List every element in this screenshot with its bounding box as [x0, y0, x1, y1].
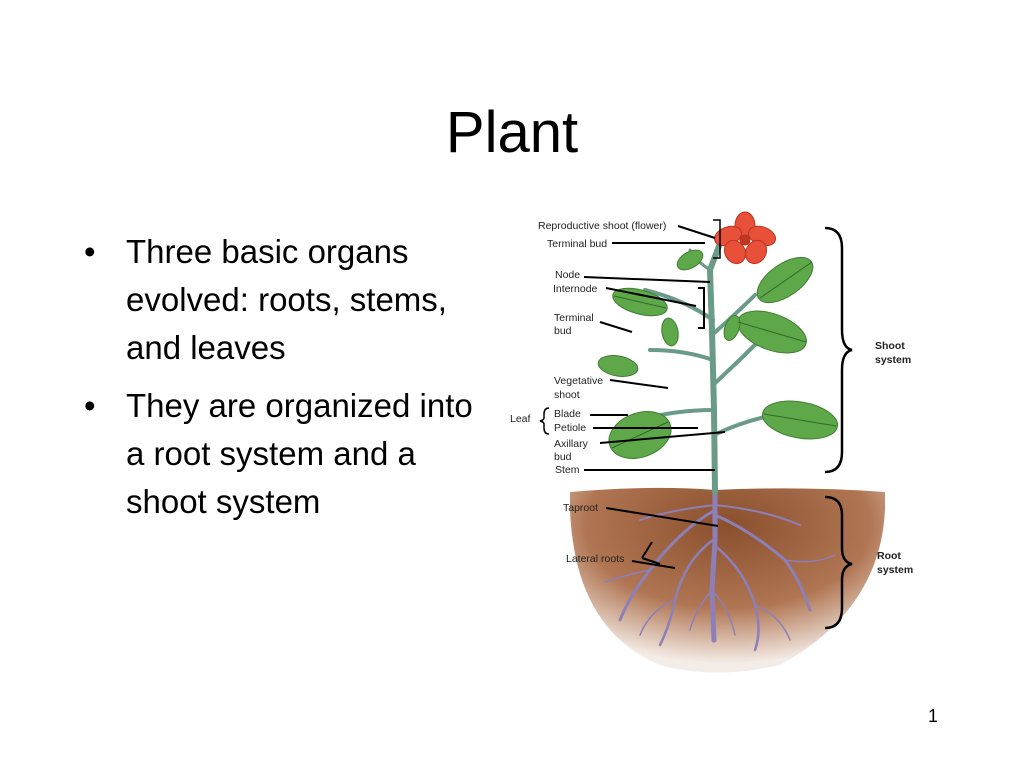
label-petiole: Petiole	[554, 422, 586, 434]
label-leaf: Leaf	[510, 413, 531, 425]
label-node: Node	[555, 269, 580, 281]
label-terminal-bud-top: Terminal bud	[547, 238, 607, 250]
label-blade: Blade	[554, 408, 581, 420]
bullet-text: They are organized into a root system an…	[126, 387, 473, 520]
label-shoot-system-2: system	[875, 354, 911, 366]
flower	[713, 211, 777, 265]
leaf-veins	[611, 261, 837, 449]
stem	[638, 235, 777, 495]
shoot-system-brace	[824, 226, 853, 474]
plant-diagram: Reproductive shoot (flower) Terminal bud…	[510, 211, 913, 673]
label-axillary-bud-2: bud	[554, 451, 572, 463]
bullet-dot: •	[84, 233, 96, 270]
slide-title: Plant	[445, 100, 579, 165]
label-reproductive-shoot: Reproductive shoot (flower)	[538, 220, 666, 232]
label-taproot: Taproot	[563, 502, 598, 514]
label-root-system-2: system	[877, 564, 913, 576]
label-root-system-1: Root	[877, 550, 901, 562]
bullet-text: Three basic organs evolved: roots, stems…	[126, 233, 447, 366]
root-system-brace	[824, 495, 853, 630]
bullet-item: • They are organized into a root system …	[82, 382, 482, 526]
label-vegetative-shoot-1: Vegetative	[554, 375, 603, 387]
label-terminal-bud-side-2: bud	[554, 325, 572, 337]
bullet-dot: •	[84, 387, 96, 424]
label-terminal-bud-side-1: Terminal	[554, 312, 594, 324]
label-lateral-roots: Lateral roots	[566, 553, 624, 565]
leader-lines	[583, 219, 726, 569]
bullet-list: • Three basic organs evolved: roots, ste…	[82, 228, 482, 536]
label-shoot-system-1: Shoot	[875, 340, 905, 352]
bullet-item: • Three basic organs evolved: roots, ste…	[82, 228, 482, 372]
label-vegetative-shoot-2: shoot	[554, 389, 580, 401]
page-number: 1	[927, 706, 938, 726]
label-axillary-bud-1: Axillary	[554, 438, 589, 450]
label-internode: Internode	[553, 283, 598, 295]
braces	[539, 226, 853, 630]
leaf-brace	[539, 407, 550, 435]
soil	[570, 487, 885, 673]
label-stem: Stem	[555, 464, 580, 476]
